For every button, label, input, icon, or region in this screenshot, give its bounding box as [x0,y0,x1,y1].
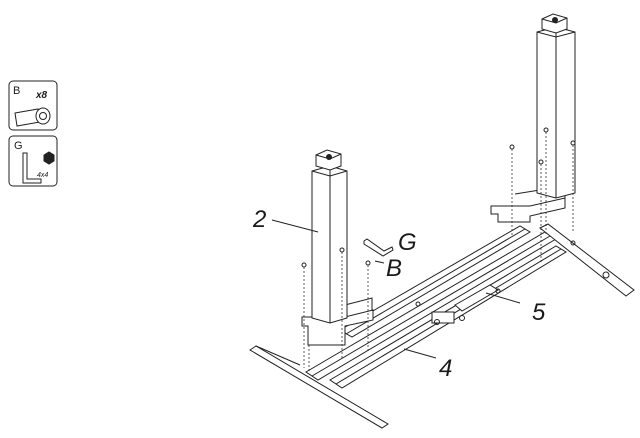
legend-screws-letter: B [13,85,20,97]
center-bracket [415,284,501,325]
left-leg [301,149,374,346]
hex-key-part [363,238,394,257]
right-leg [490,13,576,223]
hex-nut-icon [43,151,55,165]
alignment-lines [303,132,574,372]
legend-screws-box: B x8 [8,80,58,131]
screw-icon [14,107,51,127]
leg-cap-icon [326,154,332,160]
left-foot [249,345,389,429]
callout-crossbar-rear: 5 [532,299,546,326]
legend-screws-quantity: x8 [35,90,48,101]
right-foot [539,223,635,297]
callout-crossbar-front: 4 [439,355,452,382]
hex-key-icon [22,152,42,184]
callout-screws: B [386,255,402,282]
callout-hex-key: G [398,229,417,256]
callout-leg: 2 [252,206,266,233]
legend-hex-key-box: G 4x4 [8,135,58,187]
crossbar-rear [339,225,531,338]
leg-cap-icon [552,17,558,23]
legend-hex-key-size: 4x4 [37,172,48,179]
legend-hex-key-letter: G [14,140,23,152]
leader-lines [271,219,521,359]
